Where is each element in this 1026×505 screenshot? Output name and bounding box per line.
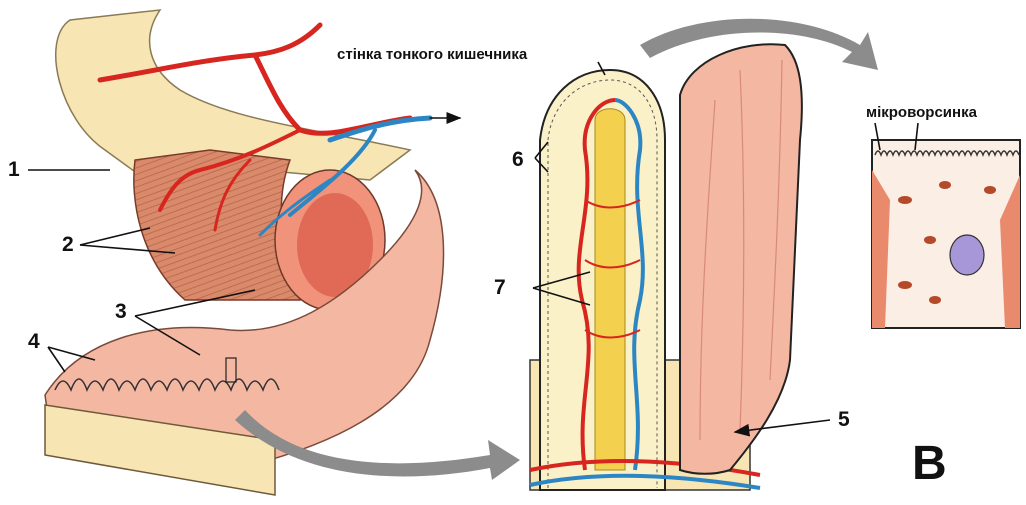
label-6: 6 — [512, 148, 524, 172]
label-7: 7 — [494, 276, 506, 300]
villus-section — [530, 44, 802, 490]
lacteal — [595, 109, 625, 470]
label-1: 1 — [8, 158, 20, 182]
label-5: 5 — [838, 408, 850, 432]
label-3: 3 — [115, 300, 127, 324]
microvillus-label: мікроворсинка — [866, 104, 977, 121]
panel-letter: В — [912, 436, 947, 491]
label-4: 4 — [28, 330, 40, 354]
wall-label: стінка тонкого кишечника — [337, 46, 527, 63]
cell-inset — [872, 140, 1020, 328]
label-2: 2 — [62, 233, 74, 257]
nucleus — [950, 235, 984, 275]
